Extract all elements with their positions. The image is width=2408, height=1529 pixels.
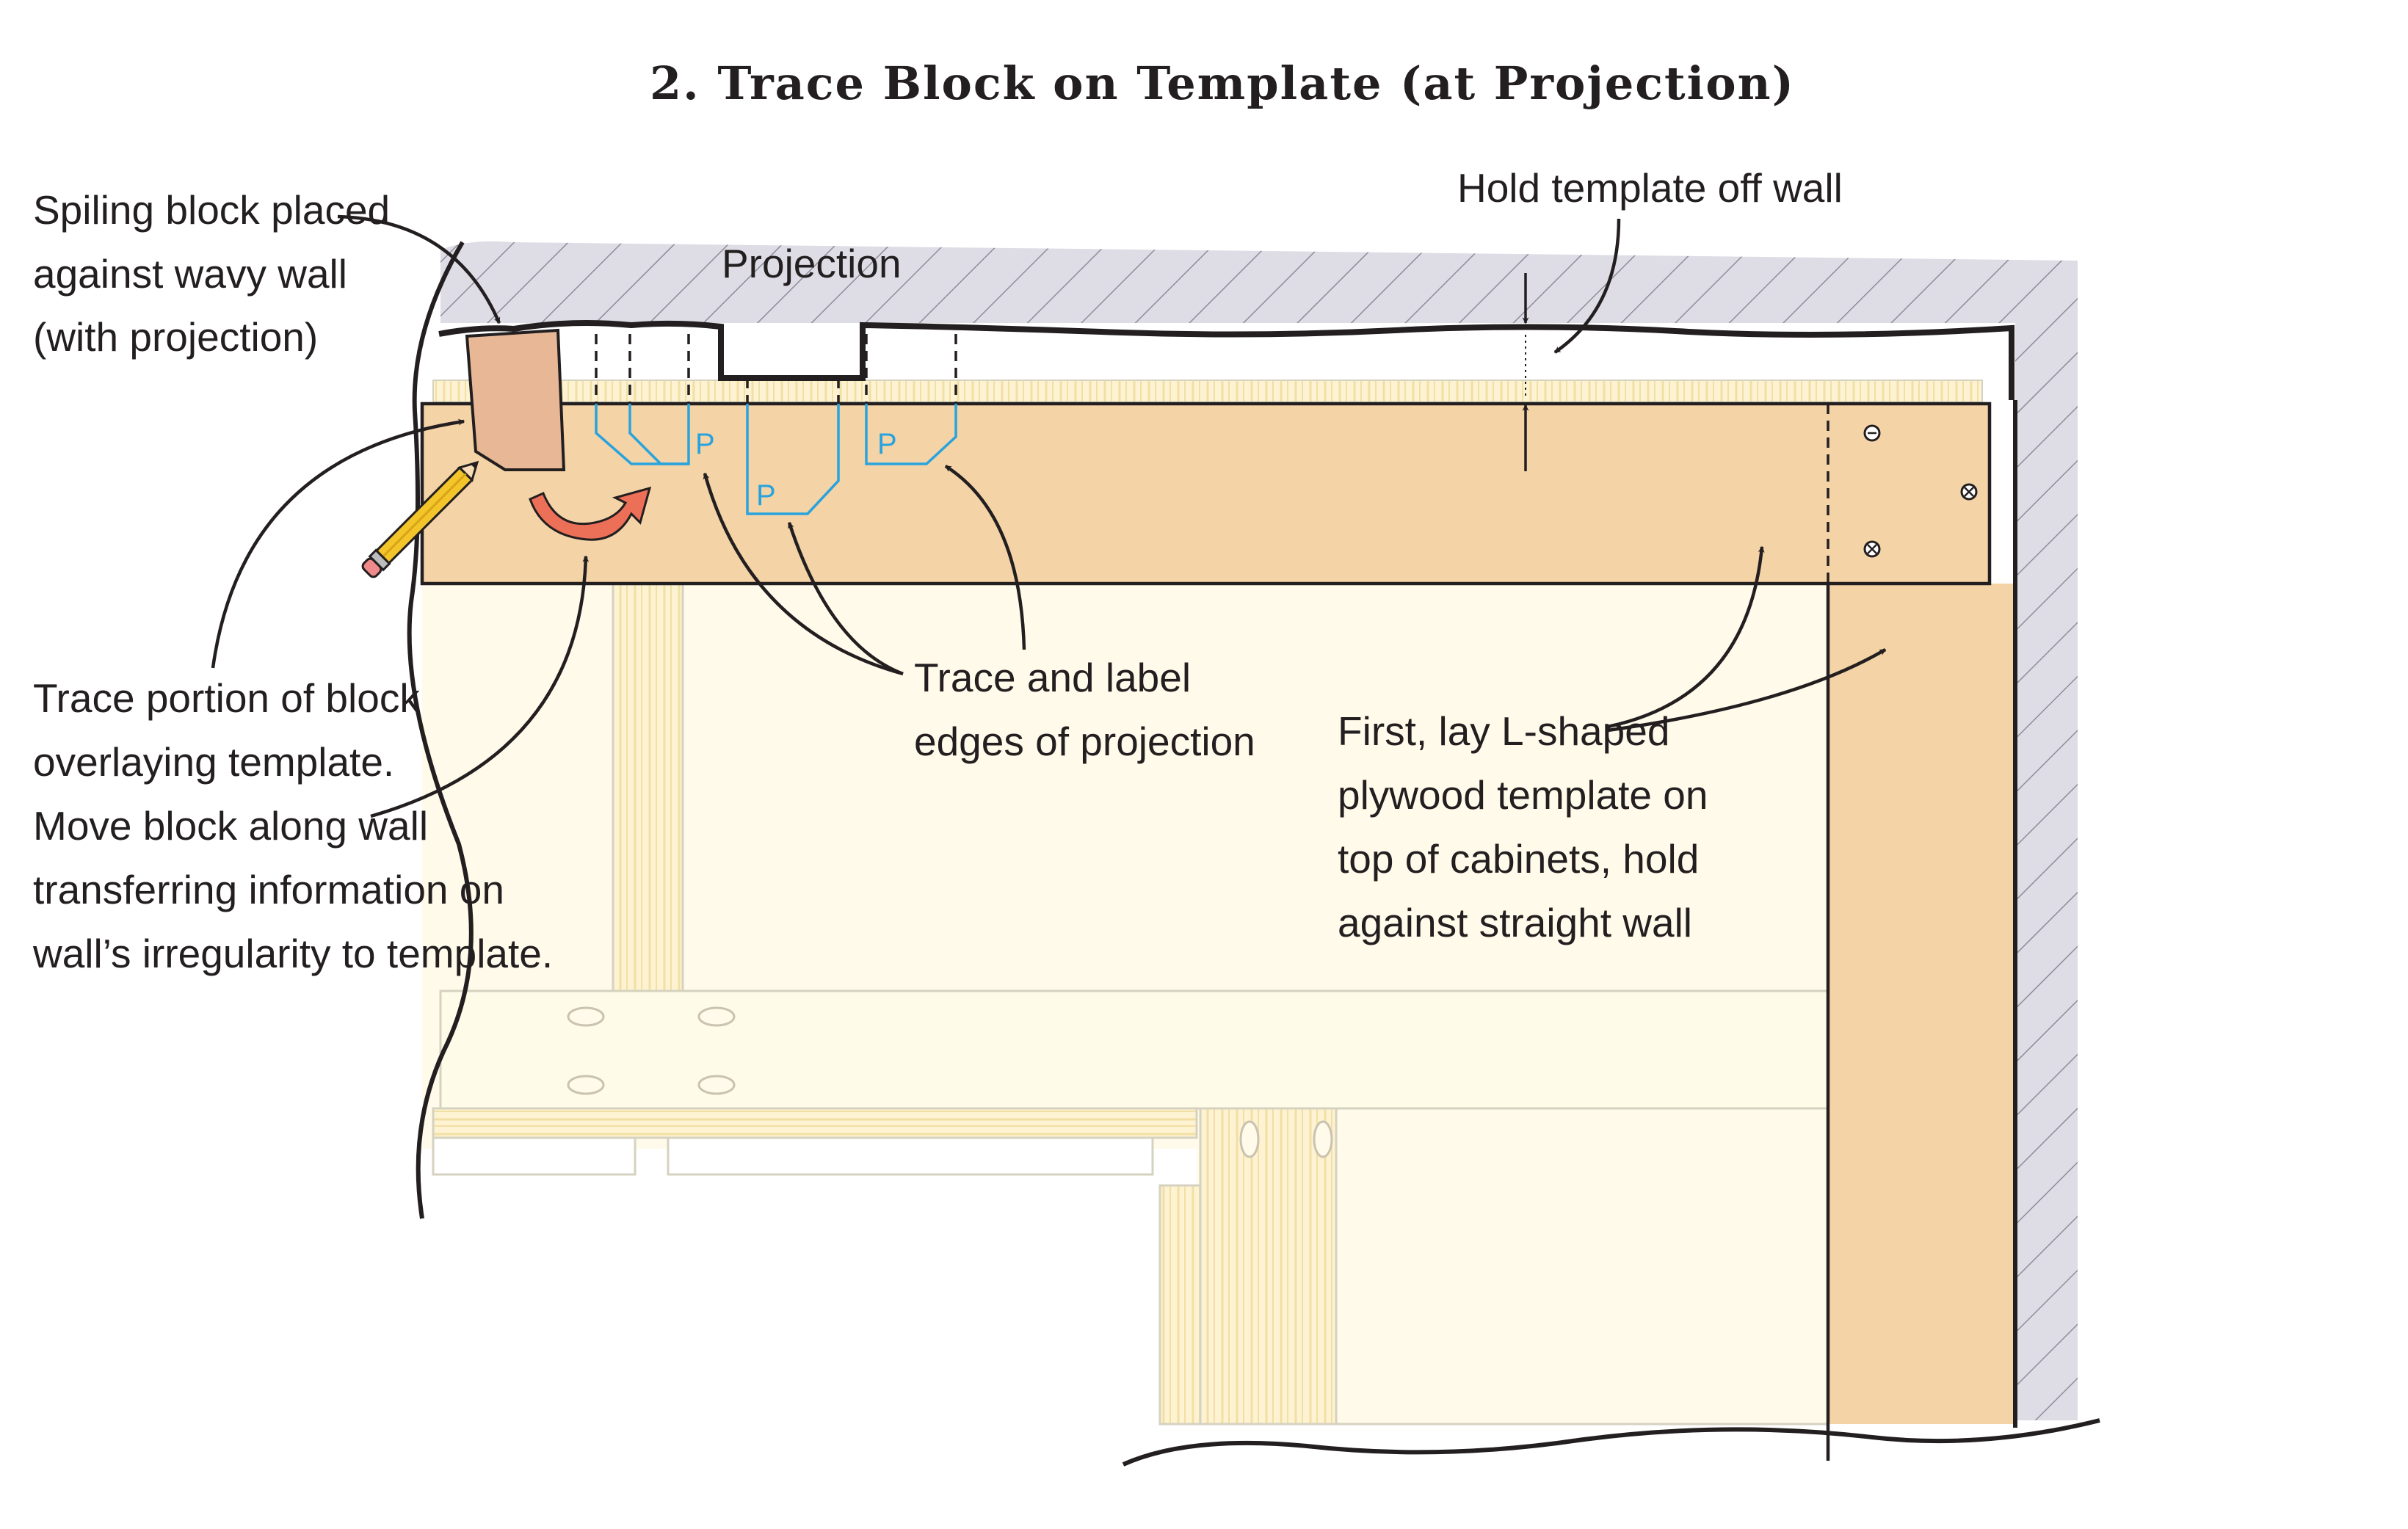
diagram-title: 2. Trace Block on Template (at Projectio… [650, 57, 1795, 110]
callout-first-lay: First, lay L-shaped plywood template on … [1338, 708, 1708, 945]
callout-trace-label: Trace and label edges of projection [914, 655, 1255, 764]
traced-outlines [595, 404, 957, 515]
callout-projection: Projection [722, 241, 902, 286]
bottom-break-line [1122, 1418, 2100, 1467]
l-shaped-template [420, 400, 2017, 1461]
leader-lines [211, 214, 1887, 818]
svg-text:transferring information on: transferring information on [33, 867, 504, 912]
dashed-block-outlines [595, 334, 957, 404]
callout-hold-template: Hold template off wall [1457, 165, 1843, 211]
svg-text:Move block along wall: Move block along wall [33, 803, 428, 849]
wall-line [438, 319, 2014, 400]
projection-label-p-2: P [756, 479, 776, 512]
cabinets [422, 578, 1829, 1426]
plywood-edge-strip [432, 379, 1983, 403]
pencil-icon [361, 460, 479, 578]
callout-spiling-block: Spiling block placed against wavy wall (… [33, 187, 390, 360]
projection-label-p-3: P [877, 428, 897, 460]
svg-text:plywood template on: plywood template on [1338, 772, 1708, 818]
svg-text:Trace and label: Trace and label [914, 655, 1191, 700]
svg-text:Spiling block placed: Spiling block placed [33, 187, 390, 233]
svg-text:edges of projection: edges of projection [914, 719, 1255, 764]
svg-text:wall’s irregularity to templat: wall’s irregularity to template. [32, 931, 553, 976]
svg-text:Trace portion of block: Trace portion of block [33, 675, 420, 721]
left-break-line [407, 241, 474, 1219]
svg-text:overlaying template.: overlaying template. [33, 739, 394, 785]
projection-label-p-1: P [695, 428, 715, 460]
svg-text:First, lay L-shaped: First, lay L-shaped [1338, 708, 1669, 754]
svg-text:against straight wall: against straight wall [1338, 900, 1692, 945]
svg-text:against wavy wall: against wavy wall [33, 251, 347, 297]
spiling-block [465, 328, 566, 471]
svg-text:(with projection): (with projection) [33, 314, 318, 360]
rotate-arrow-icon [529, 486, 652, 541]
callout-trace-portion: Trace portion of block overlaying templa… [32, 675, 553, 976]
svg-text:top of cabinets, hold: top of cabinets, hold [1338, 836, 1699, 882]
